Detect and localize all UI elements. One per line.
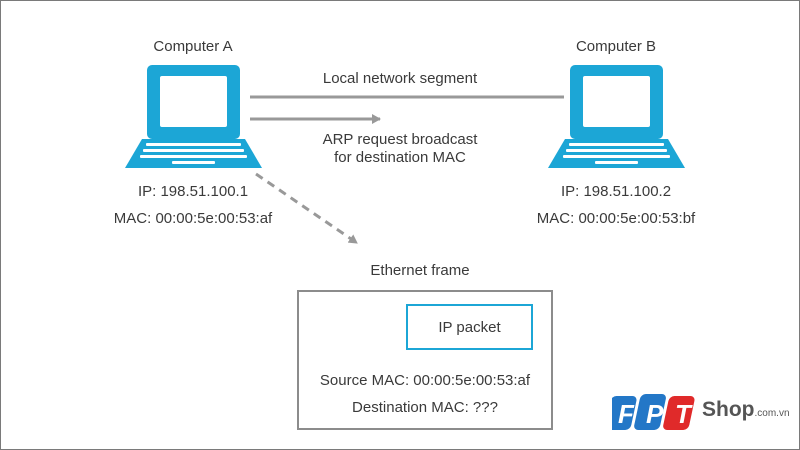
logo-letter-p: P bbox=[646, 399, 664, 429]
computer-b-label: Computer B bbox=[575, 38, 657, 55]
ethernet-frame-box bbox=[297, 290, 553, 430]
source-mac-label: Source MAC: 00:00:5e:00:53:af bbox=[319, 372, 531, 389]
shop-domain: .com.vn bbox=[754, 408, 790, 419]
arp-label-line2: for destination MAC bbox=[334, 149, 466, 166]
computer-b-mac: MAC: 00:00:5e:00:53:bf bbox=[536, 210, 696, 227]
computer-a-label: Computer A bbox=[153, 38, 233, 55]
logo-letter-t: T bbox=[675, 399, 693, 429]
shop-wordmark: Shop.com.vn bbox=[702, 398, 790, 422]
laptop-icon bbox=[548, 65, 685, 168]
arp-label-line1: ARP request broadcast bbox=[322, 131, 478, 148]
logo-letter-f: F bbox=[618, 399, 635, 429]
computer-a-ip: IP: 198.51.100.1 bbox=[137, 183, 249, 200]
computer-a-mac: MAC: 00:00:5e:00:53:af bbox=[113, 210, 273, 227]
frame-arrow bbox=[255, 172, 358, 245]
fpt-logo-mark: F P T bbox=[605, 394, 695, 430]
computer-b-ip: IP: 198.51.100.2 bbox=[560, 183, 672, 200]
shop-text: Shop bbox=[702, 398, 755, 421]
segment-label: Local network segment bbox=[322, 70, 478, 87]
destination-mac-label: Destination MAC: ??? bbox=[352, 399, 498, 416]
laptop-icon bbox=[125, 65, 262, 168]
ethernet-frame-title: Ethernet frame bbox=[370, 262, 470, 279]
ip-packet-box: IP packet bbox=[406, 304, 533, 350]
fpt-shop-logo: F P T bbox=[605, 384, 792, 440]
